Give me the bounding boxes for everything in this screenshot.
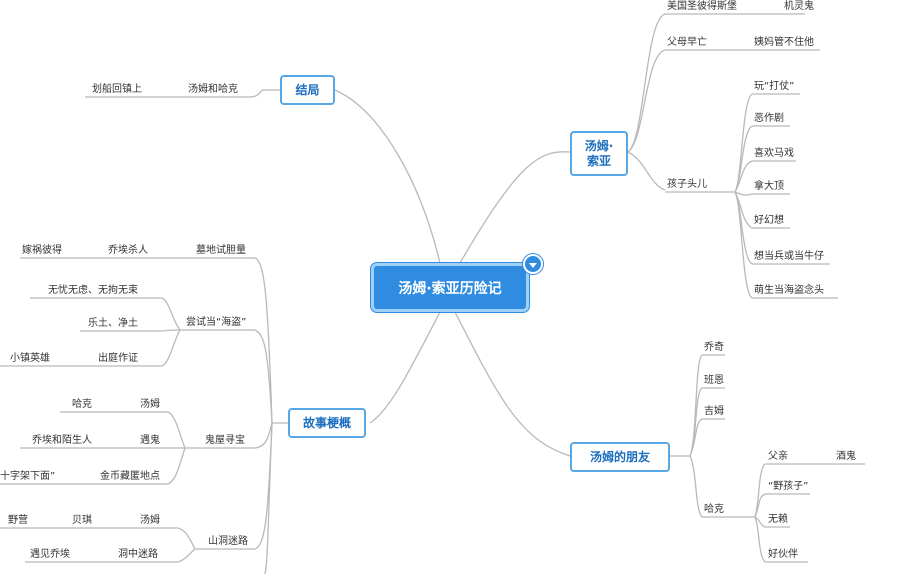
subtopic-label[interactable]: 拿大顶 [754, 181, 784, 192]
subtopic-label[interactable]: 父母早亡 [667, 37, 707, 48]
subtopic-label[interactable]: 野营 [8, 515, 28, 526]
subtopic-label[interactable]: 酒鬼 [836, 451, 856, 462]
branch-ending[interactable]: 结局 [280, 75, 335, 105]
subtopic-label[interactable]: 父亲 [768, 451, 788, 462]
subtopic-label[interactable]: 姨妈管不住他 [754, 37, 814, 48]
subtopic-label[interactable]: 小镇英雄 [10, 353, 50, 364]
subtopic-label[interactable]: 乔奇 [704, 342, 724, 353]
subtopic-label[interactable]: 贝琪 [72, 515, 92, 526]
subtopic-label[interactable]: 无忧无虑、无拘无束 [48, 285, 138, 296]
branch-story[interactable]: 故事梗概 [288, 408, 366, 438]
subtopic-label[interactable]: 喜欢马戏 [754, 148, 794, 159]
subtopic-label[interactable]: 汤姆和哈克 [188, 84, 238, 95]
subtopic-label[interactable]: 嫁祸彼得 [22, 245, 62, 256]
subtopic-label[interactable]: 机灵鬼 [784, 1, 814, 12]
subtopic-label[interactable]: 哈克 [704, 504, 724, 515]
subtopic-label[interactable]: 乔埃杀人 [108, 245, 148, 256]
chevron-down-icon[interactable] [523, 254, 543, 274]
subtopic-label[interactable]: 班恩 [704, 375, 724, 386]
subtopic-label[interactable]: 好伙伴 [768, 549, 798, 560]
subtopic-label[interactable]: 恶作剧 [754, 113, 784, 124]
subtopic-label[interactable]: 出庭作证 [98, 353, 138, 364]
subtopic-label[interactable]: 萌生当海盗念头 [754, 285, 824, 296]
subtopic-label[interactable]: 金币藏匿地点 [100, 471, 160, 482]
subtopic-label[interactable]: 遇见乔埃 [30, 549, 70, 560]
central-topic[interactable]: 汤姆·索亚历险记 [371, 263, 529, 312]
subtopic-label[interactable]: 孩子头儿 [667, 179, 707, 190]
subtopic-label[interactable]: 汤姆 [140, 515, 160, 526]
subtopic-label[interactable]: 尝试当“海盗” [186, 317, 247, 328]
subtopic-label[interactable]: 十字架下面” [0, 471, 56, 482]
subtopic-label[interactable]: 无赖 [768, 514, 788, 525]
subtopic-label[interactable]: 美国圣彼得斯堡 [667, 1, 737, 12]
subtopic-label[interactable]: 遇鬼 [140, 435, 160, 446]
subtopic-label[interactable]: 乔埃和陌生人 [32, 435, 92, 446]
subtopic-label[interactable]: 墓地试胆量 [196, 245, 246, 256]
subtopic-label[interactable]: 鬼屋寻宝 [205, 435, 245, 446]
subtopic-label[interactable]: 划船回镇上 [92, 84, 142, 95]
subtopic-label[interactable]: 山洞迷路 [208, 536, 248, 547]
subtopic-label[interactable]: 吉姆 [704, 406, 724, 417]
subtopic-label[interactable]: 洞中迷路 [118, 549, 158, 560]
subtopic-label[interactable]: 想当兵或当牛仔 [754, 251, 824, 262]
subtopic-label[interactable]: 汤姆 [140, 399, 160, 410]
subtopic-label[interactable]: “野孩子” [768, 481, 809, 492]
subtopic-label[interactable]: 乐土、净土 [88, 318, 138, 329]
subtopic-label[interactable]: 玩“打仗” [754, 81, 795, 92]
subtopic-label[interactable]: 好幻想 [754, 215, 784, 226]
branch-tom-sawyer[interactable]: 汤姆· 索亚 [570, 131, 628, 176]
subtopic-label[interactable]: 哈克 [72, 399, 92, 410]
branch-tom-friends[interactable]: 汤姆的朋友 [570, 442, 670, 472]
